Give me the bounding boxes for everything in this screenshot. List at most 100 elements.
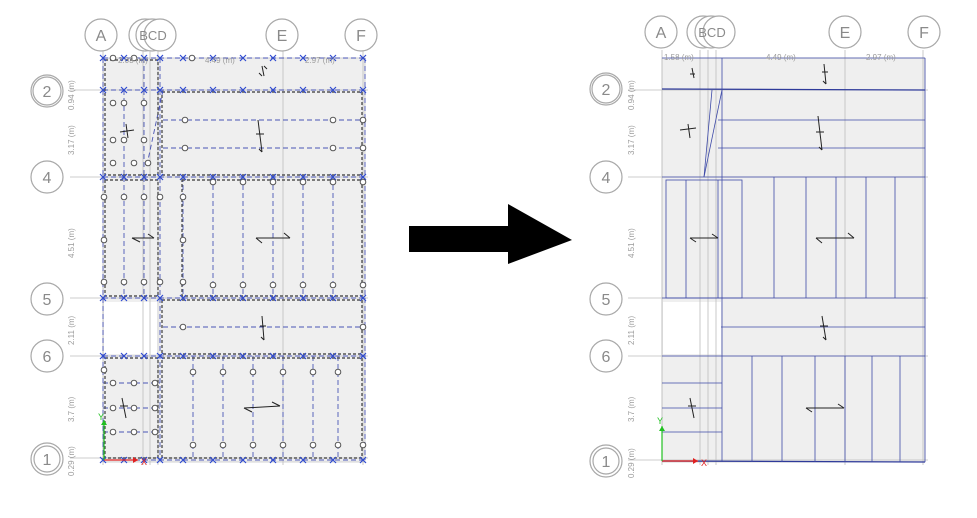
left-dim-v-5: 3.7 (m): [67, 396, 76, 422]
joint-marker: [140, 294, 148, 302]
load-marker: [179, 278, 187, 286]
joint-marker: [140, 173, 148, 181]
right-dim-v-3: 4.51 (m): [627, 228, 636, 258]
left-col-bcd: BCD: [139, 28, 166, 43]
load-marker: [249, 368, 257, 376]
load-marker: [144, 159, 152, 167]
joint-marker: [329, 456, 337, 464]
load-marker: [334, 368, 342, 376]
left-dim-top-2: 4.49 (m): [205, 56, 235, 65]
joint-marker: [359, 173, 367, 181]
joint-marker: [239, 54, 247, 62]
load-marker: [329, 116, 337, 124]
joint-marker: [239, 86, 247, 94]
joint-marker: [269, 294, 277, 302]
load-marker: [156, 278, 164, 286]
joint-marker: [120, 352, 128, 360]
joint-marker: [299, 173, 307, 181]
joint-marker: [299, 456, 307, 464]
joint-marker: [140, 86, 148, 94]
load-marker: [151, 379, 159, 387]
load-marker: [100, 236, 108, 244]
load-marker: [109, 379, 117, 387]
load-marker: [189, 368, 197, 376]
left-dim-top-1: 2.03 (m): [118, 56, 148, 65]
load-marker: [209, 178, 217, 186]
joint-marker: [299, 352, 307, 360]
joint-marker: [299, 86, 307, 94]
joint-marker: [99, 86, 107, 94]
joint-marker: [209, 86, 217, 94]
load-marker: [219, 441, 227, 449]
joint-marker: [359, 294, 367, 302]
joint-marker: [239, 352, 247, 360]
joint-marker: [140, 352, 148, 360]
load-marker: [140, 193, 148, 201]
right-row-2: 2: [602, 82, 611, 99]
load-marker: [181, 144, 189, 152]
load-marker: [279, 368, 287, 376]
right-row-4: 4: [602, 170, 611, 187]
joint-marker: [239, 294, 247, 302]
joint-marker: [209, 352, 217, 360]
left-row-6: 6: [43, 349, 52, 366]
joint-marker: [99, 294, 107, 302]
left-dim-v-2: 3.17 (m): [67, 125, 76, 155]
load-marker: [140, 136, 148, 144]
joint-marker: [120, 86, 128, 94]
load-marker: [359, 116, 367, 124]
load-marker: [329, 281, 337, 289]
load-marker: [359, 178, 367, 186]
joint-marker: [299, 54, 307, 62]
left-beams: [102, 57, 366, 461]
load-marker: [109, 54, 117, 62]
load-marker: [181, 116, 189, 124]
joint-marker: [269, 173, 277, 181]
left-axis-y-label: Y: [98, 412, 104, 422]
joint-marker: [209, 294, 217, 302]
joint-marker: [99, 456, 107, 464]
load-marker: [109, 404, 117, 412]
left-dim-v-6: 0.29 (m): [67, 446, 76, 476]
load-marker: [100, 366, 108, 374]
load-marker: [309, 441, 317, 449]
load-marker: [109, 136, 117, 144]
right-row-6: 6: [602, 349, 611, 366]
left-column-bubbles: A BCD E F: [84, 18, 378, 52]
joint-marker: [140, 456, 148, 464]
load-marker: [299, 281, 307, 289]
left-col-e: E: [277, 28, 288, 45]
joint-marker: [179, 294, 187, 302]
joint-marker: [156, 294, 164, 302]
right-slab-background: [661, 57, 926, 463]
load-marker: [239, 178, 247, 186]
left-axis-triad-icon: X Y: [98, 412, 147, 467]
joint-marker: [99, 352, 107, 360]
left-row-2: 2: [43, 84, 52, 101]
left-span-symbols: [119, 65, 291, 419]
load-marker: [120, 136, 128, 144]
load-marker: [189, 441, 197, 449]
right-col-bcd: BCD: [698, 25, 725, 40]
joint-marker: [120, 54, 128, 62]
right-dim-v-4: 2.11 (m): [627, 315, 636, 345]
load-marker: [120, 193, 128, 201]
load-marker: [130, 159, 138, 167]
joint-marker: [329, 86, 337, 94]
joint-marker: [156, 86, 164, 94]
load-marker: [359, 281, 367, 289]
right-axis-x-label: X: [701, 458, 707, 468]
right-span-symbols: [679, 63, 855, 419]
joint-marker: [179, 352, 187, 360]
right-model: X Y A BCD E F 2 4 5 6 1: [589, 15, 941, 478]
load-marker: [151, 428, 159, 436]
load-marker: [309, 368, 317, 376]
left-dim-v-1: 0.94 (m): [67, 80, 76, 110]
right-col-a: A: [656, 25, 667, 42]
joint-marker: [99, 173, 107, 181]
right-opening: [663, 302, 721, 354]
left-row-1: 1: [43, 452, 52, 469]
right-dim-top-2: 4.49 (m): [766, 53, 796, 62]
joint-marker: [269, 456, 277, 464]
left-col-f: F: [356, 28, 366, 45]
